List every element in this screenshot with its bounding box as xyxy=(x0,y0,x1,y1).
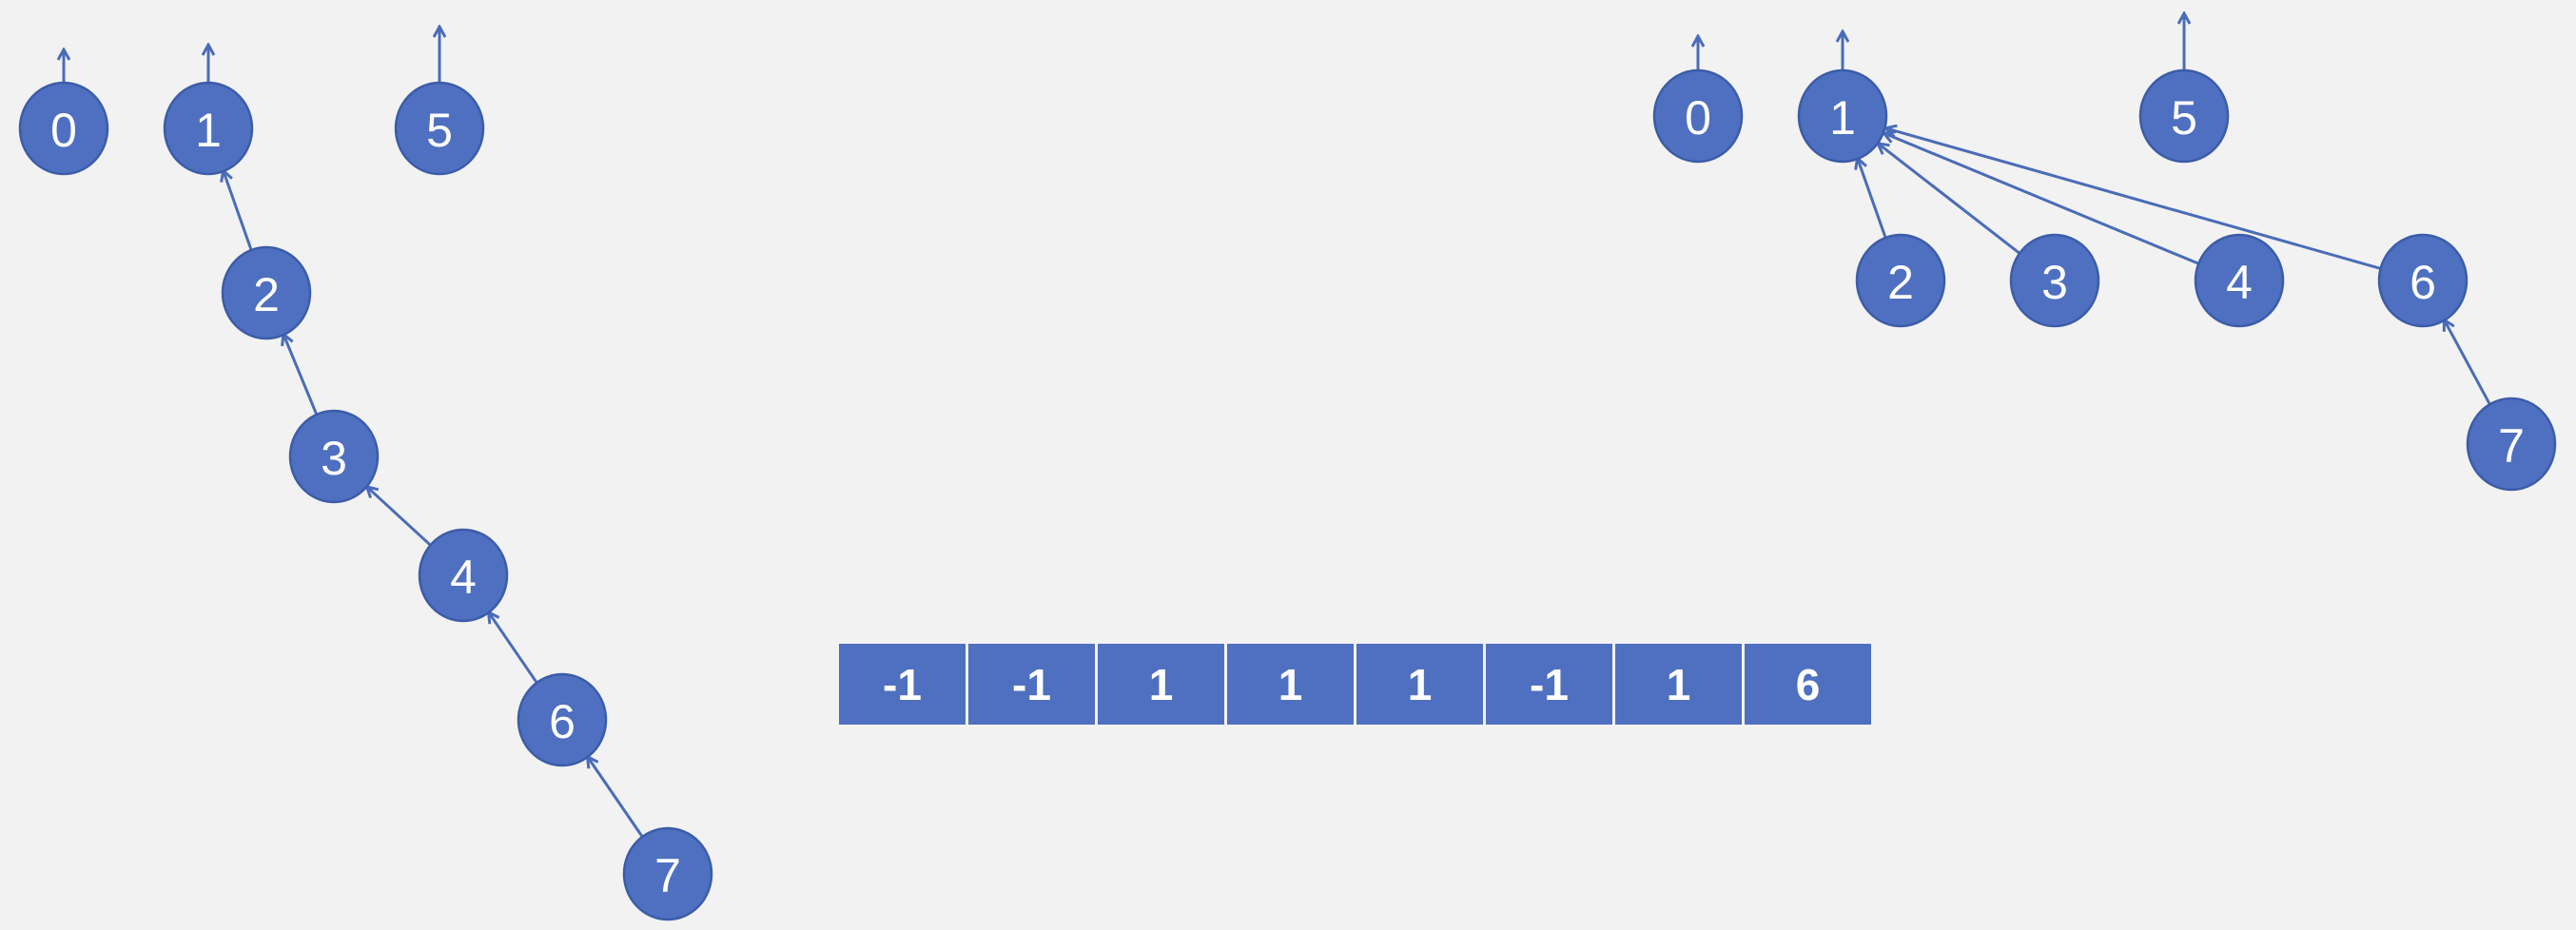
array-cell-0: -1 xyxy=(839,644,966,725)
right-node-1-circle xyxy=(1797,68,1888,164)
right-edge-4-to-1 xyxy=(1883,133,2203,267)
left-node-3-label: 3 xyxy=(321,432,347,485)
array-cell-6: 1 xyxy=(1615,644,1742,725)
right-node-7-circle xyxy=(2466,397,2557,492)
left-node-7: 7 xyxy=(622,826,713,921)
right-node-4: 4 xyxy=(2194,233,2285,328)
right-node-6-circle xyxy=(2377,233,2469,328)
left-node-1-circle xyxy=(163,81,254,176)
left-node-3-circle xyxy=(288,409,380,504)
array-cell-7: 6 xyxy=(1745,644,1871,725)
parent-array: -1 -1 1 1 1 -1 1 6 xyxy=(839,644,1871,725)
array-cell-3: 1 xyxy=(1227,644,1354,725)
left-node-5-circle xyxy=(394,81,485,176)
right-node-0-circle xyxy=(1652,68,1744,164)
right-edge-6-to-1 xyxy=(1885,128,2386,271)
left-node-2-label: 2 xyxy=(253,268,280,321)
left-node-6: 6 xyxy=(517,672,608,767)
right-edge-7-to-6 xyxy=(2444,320,2494,410)
left-node-1-label: 1 xyxy=(195,104,222,157)
right-node-4-label: 4 xyxy=(2226,256,2253,309)
left-node-4-circle xyxy=(418,528,509,623)
left-node-2-circle xyxy=(221,245,312,340)
left-node-6-label: 6 xyxy=(549,695,576,748)
left-edge-2-to-1 xyxy=(224,170,255,256)
array-cell-2: 1 xyxy=(1098,644,1224,725)
left-node-5-label: 5 xyxy=(426,104,453,157)
right-node-0-label: 0 xyxy=(1685,91,1711,145)
left-node-2: 2 xyxy=(221,245,312,340)
right-node-3-label: 3 xyxy=(2041,256,2068,309)
right-node-4-circle xyxy=(2194,233,2285,328)
right-node-6: 6 xyxy=(2377,233,2469,328)
right-edge-2-to-1 xyxy=(1858,158,1889,243)
edges-layer xyxy=(64,13,2494,843)
right-node-7: 7 xyxy=(2466,397,2557,492)
left-node-0-label: 0 xyxy=(50,104,77,157)
right-node-0: 0 xyxy=(1652,68,1744,164)
array-cell-1: -1 xyxy=(968,644,1095,725)
right-node-3: 3 xyxy=(2009,233,2100,328)
left-edge-6-to-4 xyxy=(489,612,541,688)
left-node-3: 3 xyxy=(288,409,380,504)
left-node-4-label: 4 xyxy=(450,551,477,604)
right-edge-3-to-1 xyxy=(1878,144,2024,258)
left-node-7-label: 7 xyxy=(654,849,681,902)
left-node-0: 0 xyxy=(18,81,109,176)
left-node-6-circle xyxy=(517,672,608,767)
right-node-3-circle xyxy=(2009,233,2100,328)
array-cell-4: 1 xyxy=(1356,644,1483,725)
left-edge-7-to-6 xyxy=(588,757,647,843)
right-node-2-label: 2 xyxy=(1887,256,1914,309)
right-node-2-circle xyxy=(1855,233,1946,328)
right-node-5: 5 xyxy=(2138,68,2230,164)
right-node-7-label: 7 xyxy=(2498,419,2525,473)
left-node-0-circle xyxy=(18,81,109,176)
right-node-2: 2 xyxy=(1855,233,1946,328)
right-node-6-label: 6 xyxy=(2410,256,2436,309)
right-node-5-label: 5 xyxy=(2171,91,2197,145)
left-node-7-circle xyxy=(622,826,713,921)
left-node-1: 1 xyxy=(163,81,254,176)
array-cell-5: -1 xyxy=(1486,644,1612,725)
right-node-1: 1 xyxy=(1797,68,1888,164)
nodes-layer: 0 1 5 2 3 4 6 7 0 1 5 2 3 4 6 7 xyxy=(18,68,2557,921)
right-node-1-label: 1 xyxy=(1829,91,1856,145)
right-node-5-circle xyxy=(2138,68,2230,164)
left-node-4: 4 xyxy=(418,528,509,623)
left-edge-4-to-3 xyxy=(367,487,436,550)
left-edge-3-to-2 xyxy=(283,334,321,420)
left-node-5: 5 xyxy=(394,81,485,176)
